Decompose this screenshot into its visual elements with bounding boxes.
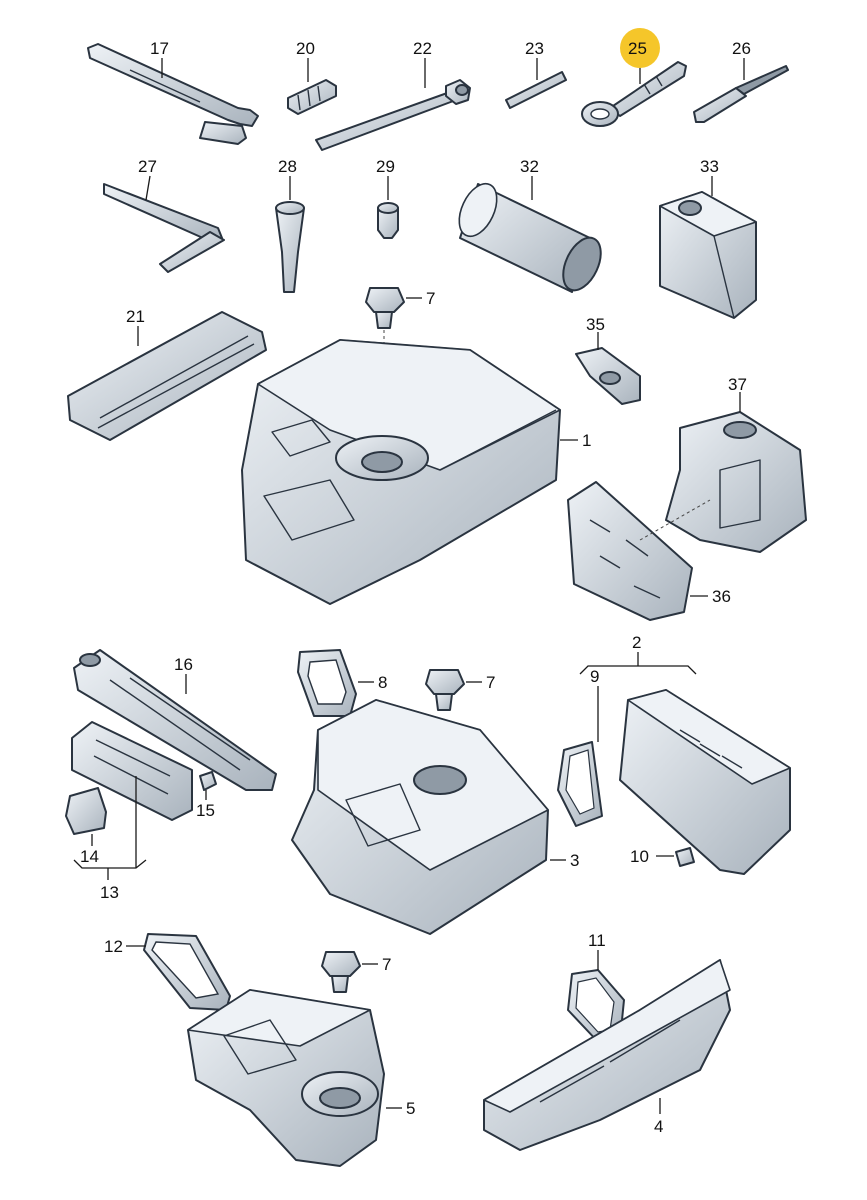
part-16-jack[interactable] — [73, 649, 277, 791]
callout-8: 8 — [378, 673, 387, 692]
callout-14: 14 — [80, 847, 99, 866]
part-7-bolt-middle[interactable] — [425, 669, 465, 711]
callout-17: 17 — [150, 39, 169, 58]
callout-33: 33 — [700, 157, 719, 176]
part-29-nut[interactable] — [377, 202, 399, 239]
callout-16: 16 — [174, 655, 193, 674]
callout-37: 37 — [728, 375, 747, 394]
callout-4: 4 — [654, 1117, 663, 1136]
part-27-jack-crank[interactable] — [103, 183, 225, 273]
callout-13: 13 — [100, 883, 119, 902]
callout-32: 32 — [520, 157, 539, 176]
part-8-frame[interactable] — [297, 649, 357, 717]
part-21-tray[interactable] — [67, 311, 267, 441]
callout-2: 2 — [632, 633, 641, 652]
part-4-long-foam-insert[interactable] — [483, 959, 731, 1151]
part-26-screwdriver[interactable] — [693, 65, 789, 123]
part-1-foam-insert[interactable] — [241, 339, 561, 605]
part-32-cylinder[interactable] — [452, 178, 609, 296]
callout-36: 36 — [712, 587, 731, 606]
callout-29: 29 — [376, 157, 395, 176]
callout-1: 1 — [582, 431, 591, 450]
part-36-side-panel[interactable] — [567, 481, 693, 621]
callout-20: 20 — [296, 39, 315, 58]
part-15-nut[interactable] — [199, 771, 217, 791]
callout-3: 3 — [570, 851, 579, 870]
callout-27: 27 — [138, 157, 157, 176]
callout-7-bottom: 7 — [382, 955, 391, 974]
part-23-pin[interactable] — [505, 71, 567, 109]
part-22-wheel-wrench[interactable] — [315, 79, 471, 151]
part-28-adapter[interactable] — [275, 201, 305, 293]
callout-25: 25 — [628, 39, 647, 58]
callout-22: 22 — [413, 39, 432, 58]
part-9-sleeve[interactable] — [557, 741, 603, 827]
callout-15: 15 — [196, 801, 215, 820]
part-25-towing-eye[interactable] — [581, 61, 687, 127]
callout-9: 9 — [590, 667, 599, 686]
part-20-clip[interactable] — [287, 79, 337, 115]
callout-35: 35 — [586, 315, 605, 334]
callout-10: 10 — [630, 847, 649, 866]
part-2-housing[interactable] — [619, 689, 791, 875]
part-10-nut[interactable] — [675, 847, 695, 867]
callout-23: 23 — [525, 39, 544, 58]
part-35-bracket[interactable] — [575, 347, 641, 405]
callout-7-middle: 7 — [486, 673, 495, 692]
part-12-frame[interactable] — [143, 933, 231, 1011]
part-17-tool-lever[interactable] — [87, 43, 259, 145]
callout-21: 21 — [126, 307, 145, 326]
part-37-holder[interactable] — [665, 411, 807, 553]
part-3-foam-insert[interactable] — [291, 699, 549, 935]
callout-5: 5 — [406, 1099, 415, 1118]
part-13-bracket-assembly[interactable] — [71, 721, 193, 821]
part-33-box[interactable] — [659, 191, 757, 319]
part-7-bolt-top[interactable] — [365, 287, 405, 329]
highlight-marker-25 — [620, 28, 660, 68]
part-14-cap[interactable] — [65, 787, 107, 835]
part-5-foam-insert[interactable] — [187, 989, 385, 1167]
part-7-bolt-bottom[interactable] — [321, 951, 361, 993]
callout-26: 26 — [732, 39, 751, 58]
callout-11: 11 — [588, 931, 606, 950]
callout-28: 28 — [278, 157, 297, 176]
callout-7-top: 7 — [426, 289, 435, 308]
callout-12: 12 — [104, 937, 123, 956]
